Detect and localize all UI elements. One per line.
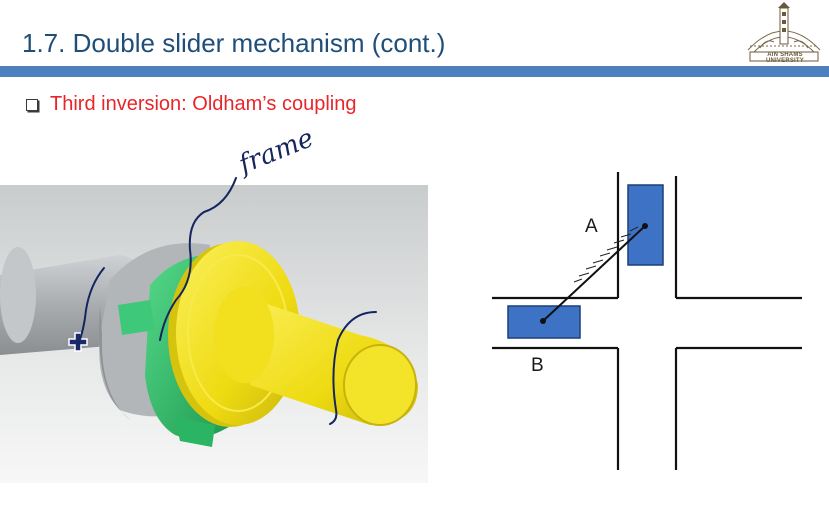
oldham-coupling-illustration (0, 185, 428, 483)
title-underline-bar (0, 66, 829, 77)
pin-joint-b (540, 318, 546, 324)
bullet-text: Third inversion: Oldham’s coupling (50, 93, 357, 115)
university-logo-caption: AIN SHAMS UNIVERSITY (765, 52, 804, 64)
handwritten-frame-label: frame (234, 123, 318, 180)
double-slider-diagram (492, 172, 802, 470)
connecting-link (542, 225, 646, 322)
slider-b-label: B (531, 355, 544, 376)
move-cursor-icon (68, 332, 88, 352)
page-title: 1.7. Double slider mechanism (cont.) (22, 28, 446, 58)
university-logo (747, 2, 821, 62)
link-hatching (573, 226, 639, 283)
slider-a-label: A (585, 216, 598, 237)
bullet-square-icon (26, 98, 38, 111)
bullet-item: Third inversion: Oldham’s coupling (26, 93, 356, 116)
pin-joint-a (642, 223, 648, 229)
